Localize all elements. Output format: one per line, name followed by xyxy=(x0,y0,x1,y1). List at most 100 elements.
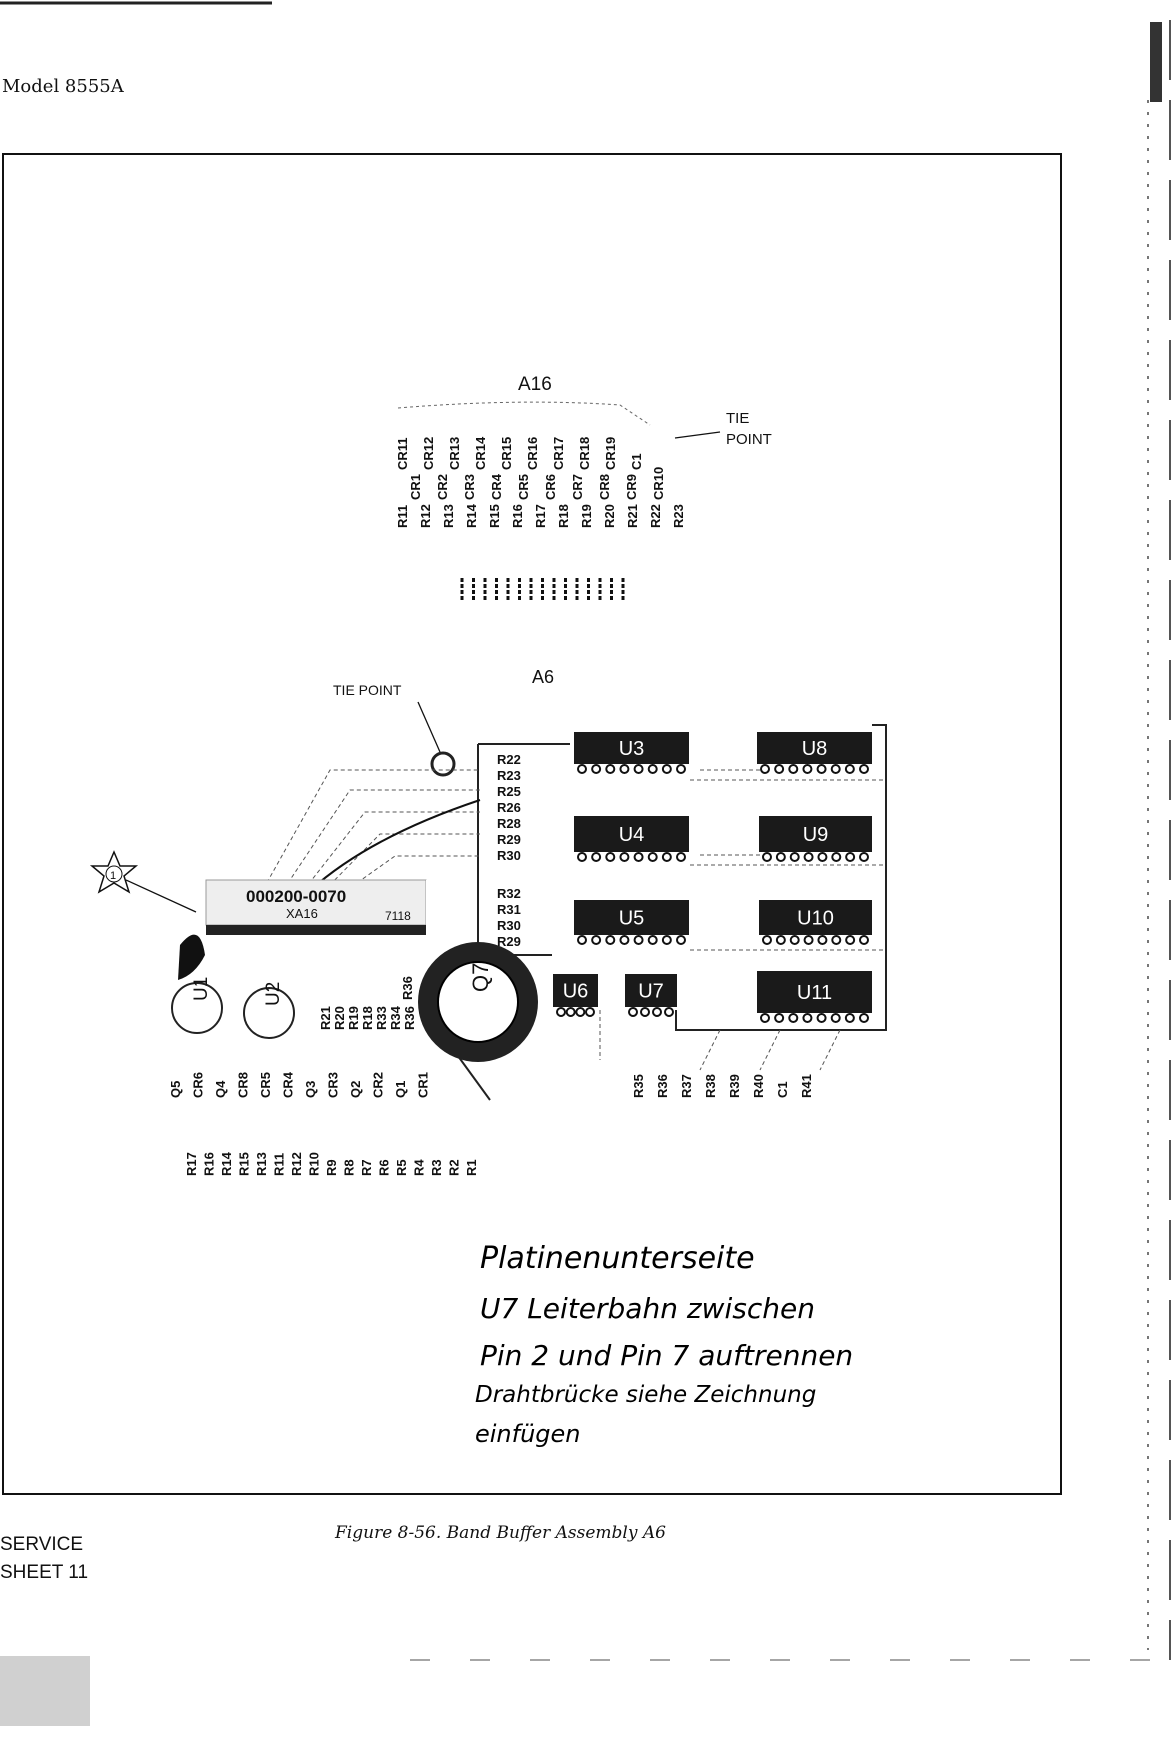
a16-component-label: CR7 xyxy=(570,474,585,500)
a6-component-label: R8 xyxy=(342,1159,357,1176)
a6-component-label: R15 xyxy=(237,1152,252,1176)
a6-component-label: R2 xyxy=(447,1159,462,1176)
chip-label: U11 xyxy=(797,982,832,1004)
a6-resistor-label: R30 xyxy=(497,918,521,933)
callout-number: 1 xyxy=(110,870,116,882)
note-line-4: Drahtbrücke siehe Zeichnung xyxy=(475,1382,816,1408)
a16-component-label: CR9 xyxy=(624,474,639,500)
note-line-3: Pin 2 und Pin 7 auftrennen xyxy=(480,1339,853,1372)
chip-label: U3 xyxy=(619,738,645,760)
a6-component-label: R36 xyxy=(655,1074,670,1098)
a6-component-label: R37 xyxy=(679,1074,694,1098)
transistor-u1: U1 xyxy=(171,934,223,1034)
connector-ref: XA16 xyxy=(286,906,318,921)
a6-resistor-label: R29 xyxy=(497,934,521,949)
a6-resistor-label: R23 xyxy=(497,768,521,783)
a16-component-label: R14 xyxy=(464,503,479,528)
chip-u10: U10 xyxy=(759,900,872,945)
chip-u11: U11 xyxy=(757,971,872,1023)
a6-component-label: R38 xyxy=(703,1074,718,1098)
connector-xa16: 000200-0070 XA16 7118 xyxy=(205,879,427,935)
a6-component-label: R39 xyxy=(727,1074,742,1098)
a16-component-label: CR12 xyxy=(421,437,436,470)
a6-component-label: C1 xyxy=(775,1081,790,1098)
a6-resistor-label: R22 xyxy=(497,752,521,767)
a16-component-label: R17 xyxy=(533,504,548,528)
a6-component-label: R14 xyxy=(219,1151,234,1176)
a6-component-label: Q5 xyxy=(168,1081,183,1098)
chip-u7: U7 xyxy=(625,974,677,1017)
a6-component-label: R33 xyxy=(374,1006,389,1030)
a6-component-label: R17 xyxy=(184,1152,199,1176)
a6-component-label: R19 xyxy=(346,1006,361,1030)
a6-resistor-label: R26 xyxy=(497,800,521,815)
a6-component-label: R1 xyxy=(464,1159,479,1176)
connector-gap xyxy=(426,880,476,950)
a6-resistor-label: R30 xyxy=(497,848,521,863)
a16-component-label: CR16 xyxy=(525,437,540,470)
chip-label: U10 xyxy=(797,908,834,930)
connector-code: 7118 xyxy=(385,909,411,923)
model-header: Model 8555A xyxy=(2,76,125,97)
a6-resistor-label: R29 xyxy=(497,832,521,847)
transistor-q7: Q7 xyxy=(418,942,538,1101)
a6-tie-label: TIE POINT xyxy=(333,682,402,698)
chip-label: U5 xyxy=(619,908,645,930)
a6-component-label: R5 xyxy=(394,1159,409,1176)
chip-u3: U3 xyxy=(574,732,689,774)
a6-component-label: CR2 xyxy=(371,1072,386,1098)
a16-component-label: R15 xyxy=(487,504,502,528)
chip-u9: U9 xyxy=(759,816,872,862)
a16-component-label: CR4 xyxy=(489,473,504,500)
a6-component-label: R41 xyxy=(799,1074,814,1098)
a6-component-label: R34 xyxy=(388,1005,403,1030)
a16-component-label: R12 xyxy=(418,504,433,528)
note-line-5: einfügen xyxy=(475,1420,581,1448)
a16-component-label: CR5 xyxy=(516,474,531,500)
a16-component-label: CR19 xyxy=(603,437,618,470)
sheet-label: SHEET 11 xyxy=(0,1562,88,1583)
tie-point-pad xyxy=(430,751,456,777)
transistor-u2: U2 xyxy=(243,982,295,1039)
a16-component-label: R23 xyxy=(671,504,686,528)
q7-label: Q7 xyxy=(468,963,493,992)
a6-component-label: Q1 xyxy=(393,1081,408,1098)
a6-component-label: R36 xyxy=(402,1006,417,1030)
a16-component-label: R21 xyxy=(625,504,640,528)
u1-label: U1 xyxy=(191,977,212,1001)
figure-frame xyxy=(2,153,1062,1495)
a16-component-label: CR1 xyxy=(408,474,423,500)
a6-component-label: R4 xyxy=(412,1159,427,1176)
a6-component-label: CR5 xyxy=(258,1072,273,1098)
a16-component-label: CR8 xyxy=(597,474,612,500)
a16-component-label: R11 xyxy=(395,505,410,528)
chip-u6: U6 xyxy=(553,974,598,1017)
a16-component-label: C1 xyxy=(629,453,644,470)
a16-outline xyxy=(397,401,651,426)
a16-tie-label-1: TIE xyxy=(726,410,749,427)
a6-component-label: CR8 xyxy=(236,1072,251,1098)
chip-u5: U5 xyxy=(574,900,689,945)
a6-component-label: Q2 xyxy=(348,1081,363,1098)
a6-component-label: Q3 xyxy=(303,1081,318,1098)
a16-component-label: CR17 xyxy=(551,437,566,470)
a16-component-label: R18 xyxy=(556,504,571,528)
a6-component-label: R12 xyxy=(289,1152,304,1176)
a6-component-label: Q4 xyxy=(213,1080,228,1098)
chip-u4: U4 xyxy=(574,816,689,862)
chip-label: U4 xyxy=(619,824,645,846)
a6-tie-leader xyxy=(417,701,441,753)
a6-component-label: R11 xyxy=(272,1153,287,1176)
a16-component-label: CR13 xyxy=(447,437,462,470)
callout-star: 1 xyxy=(89,850,197,913)
a6-component-label: R7 xyxy=(359,1159,374,1176)
a16-component-label: CR14 xyxy=(473,436,488,470)
a6-component-label: R36 xyxy=(400,976,415,1000)
a6-resistor-label: R28 xyxy=(497,816,521,831)
a6-component-label: R18 xyxy=(360,1006,375,1030)
a6-component-label: CR4 xyxy=(281,1071,296,1098)
a6-component-label: R13 xyxy=(254,1152,269,1176)
a6-component-label: R10 xyxy=(307,1152,322,1176)
chip-label: U9 xyxy=(803,824,829,846)
